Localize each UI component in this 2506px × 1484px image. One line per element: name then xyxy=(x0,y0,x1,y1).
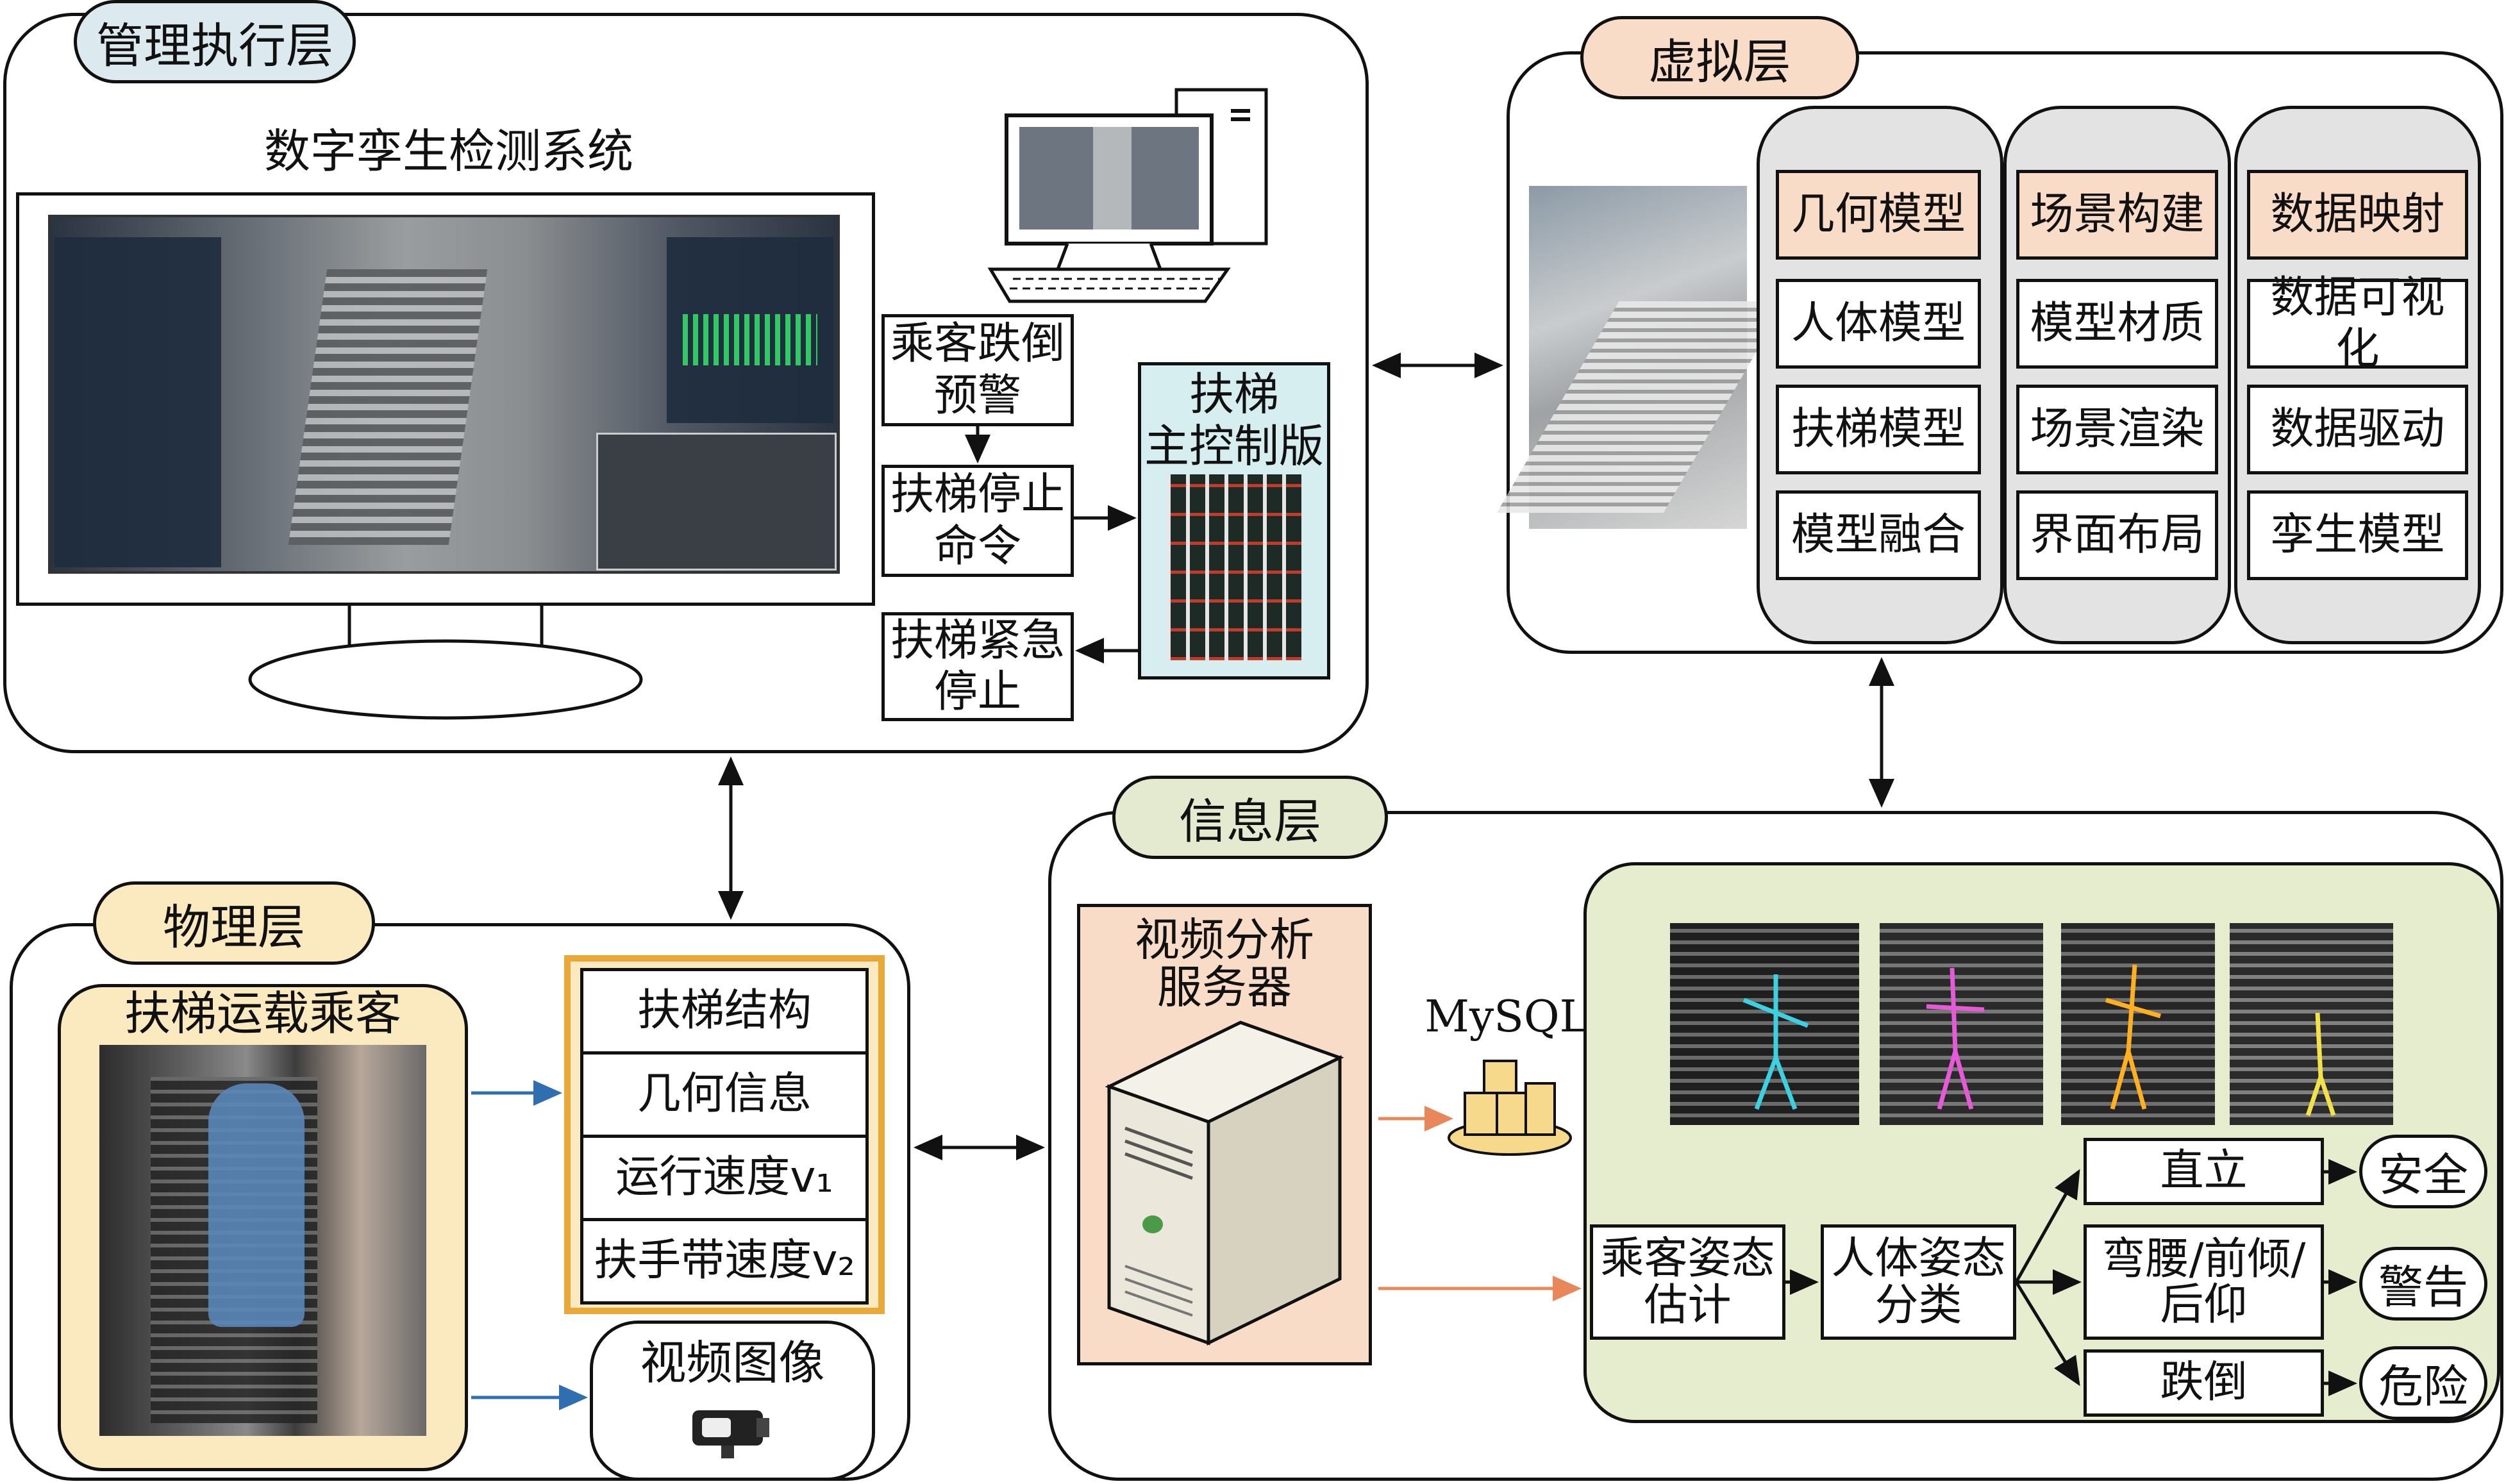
pose-estimation-box: 乘客姿态 估计 xyxy=(1590,1224,1785,1340)
fall-warning-text: 乘客跌倒 预警 xyxy=(890,319,1065,421)
screen-video-inset xyxy=(596,433,837,571)
emergency-stop-box: 扶梯紧急 停止 xyxy=(881,612,1074,721)
pose-photo-2 xyxy=(1880,923,2043,1125)
posture-fall: 跌倒 xyxy=(2084,1349,2324,1417)
posture-bend: 弯腰/前倾/ 后仰 xyxy=(2084,1224,2324,1340)
pose-classification-box: 人体姿态 分类 xyxy=(1821,1224,2016,1340)
virtual-item-twin-model: 孪生模型 xyxy=(2247,490,2468,580)
virtual-item-escalator-model: 扶梯模型 xyxy=(1776,385,1981,474)
virtual-item-model-material: 模型材质 xyxy=(2016,279,2218,369)
virtual-item-ui-layout: 界面布局 xyxy=(2016,490,2218,580)
main-board-label: 扶梯 主控制版 xyxy=(1144,368,1324,472)
emergency-stop-text: 扶梯紧急 停止 xyxy=(890,615,1065,717)
virtual-item-data-driven: 数据驱动 xyxy=(2247,385,2468,474)
result-safe: 安全 xyxy=(2359,1135,2487,1208)
posture-bend-text: 弯腰/前倾/ 后仰 xyxy=(2101,1233,2306,1330)
video-image-label: 视频图像 xyxy=(640,1336,825,1390)
screen-left-panel xyxy=(54,237,221,567)
virtual-header-data-mapping: 数据映射 xyxy=(2247,170,2468,260)
stop-command-box: 扶梯停止 命令 xyxy=(881,465,1074,577)
system-title: 数字孪生检测系统 xyxy=(263,124,633,178)
management-layer-tag: 管理执行层 xyxy=(74,0,356,83)
result-warning: 警告 xyxy=(2359,1247,2487,1321)
passenger-figure xyxy=(208,1083,305,1327)
screen-bar-chart xyxy=(683,314,817,365)
pose-classification-text: 人体姿态 分类 xyxy=(1831,1233,2006,1331)
virtual-item-scene-rendering: 场景渲染 xyxy=(2016,385,2218,474)
server-label: 视频分析 服务器 xyxy=(1135,913,1314,1013)
information-layer-tag: 信息层 xyxy=(1112,776,1388,859)
stop-command-text: 扶梯停止 命令 xyxy=(890,469,1065,572)
virtual-item-model-fusion: 模型融合 xyxy=(1776,490,1981,580)
escalator-passenger-title: 扶梯运载乘客 xyxy=(124,987,401,1040)
virtual-item-human-model: 人体模型 xyxy=(1776,279,1981,369)
posture-upright: 直立 xyxy=(2084,1138,2324,1205)
virtual-item-data-visualization: 数据可视化 xyxy=(2247,272,2468,374)
virtual-header-scene-building: 场景构建 xyxy=(2016,170,2218,260)
pose-estimation-text: 乘客姿态 估计 xyxy=(1600,1233,1775,1331)
virtual-header-geometry-model: 几何模型 xyxy=(1776,170,1981,260)
info-handrail-speed: 扶手带速度v₂ xyxy=(580,1218,869,1305)
physical-layer-tag: 物理层 xyxy=(93,881,375,965)
info-geometry: 几何信息 xyxy=(580,1051,869,1138)
virtual-layer-tag: 虚拟层 xyxy=(1580,16,1859,99)
pcb-image xyxy=(1167,474,1301,660)
result-danger: 危险 xyxy=(2359,1346,2487,1420)
fall-warning-box: 乘客跌倒 预警 xyxy=(881,314,1074,426)
pose-photo-4 xyxy=(2230,923,2393,1125)
mysql-label: MySQL xyxy=(1424,992,1589,1042)
